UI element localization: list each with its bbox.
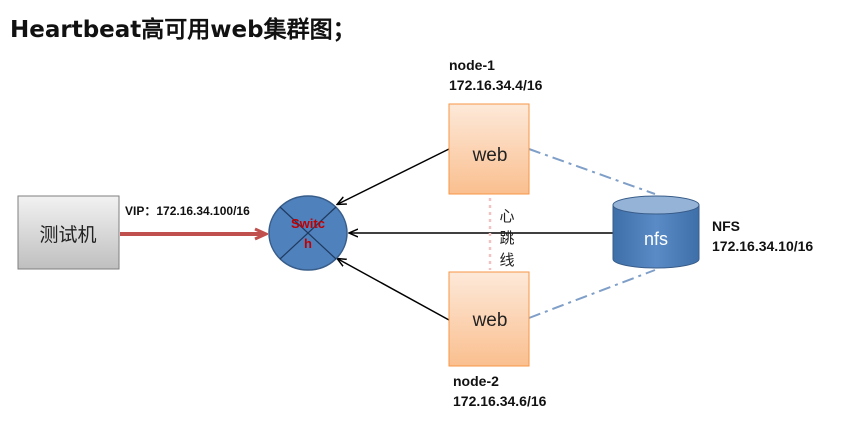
switch-label-line2: h [304, 236, 312, 251]
nfs-box-label: nfs [644, 229, 668, 249]
node2-to-switch-arrow [338, 259, 450, 321]
node1-ip: 172.16.34.4/16 [449, 77, 543, 93]
page-title: Heartbeat高可用web集群图； [10, 17, 356, 43]
node1-info: node-1 172.16.34.4/16 [449, 55, 542, 95]
node1-web-label: web [472, 145, 508, 166]
node1-nfs-link [528, 148, 656, 195]
node1-web-box [448, 103, 530, 195]
nfs-info: NFS 172.16.34.10/16 [712, 216, 813, 256]
node2-nfs-link [528, 269, 656, 319]
node2-ip: 172.16.34.6/16 [453, 393, 547, 409]
node2-info: node-2 172.16.34.6/16 [453, 371, 546, 411]
nfs-storage [612, 195, 700, 269]
node2-web-box [448, 271, 530, 367]
node1-name: node-1 [449, 57, 495, 73]
switch-label-line1: Switc [291, 216, 325, 231]
switch-node [268, 195, 348, 271]
nfs-ip: 172.16.34.10/16 [712, 238, 814, 254]
test-machine-label: 测试机 [39, 224, 96, 246]
heartbeat-char: 心 [499, 207, 515, 225]
nfs-name: NFS [712, 218, 740, 234]
heartbeat-label: 心 跳 线 [497, 205, 517, 271]
test-machine-box [17, 195, 120, 270]
vip-label: VIP：172.16.34.100/16 [125, 204, 250, 218]
node2-web-label: web [472, 310, 508, 331]
node1-to-switch-arrow [338, 148, 450, 204]
node2-name: node-2 [453, 373, 499, 389]
heartbeat-char: 跳 [499, 229, 515, 247]
heartbeat-char: 线 [499, 251, 515, 269]
